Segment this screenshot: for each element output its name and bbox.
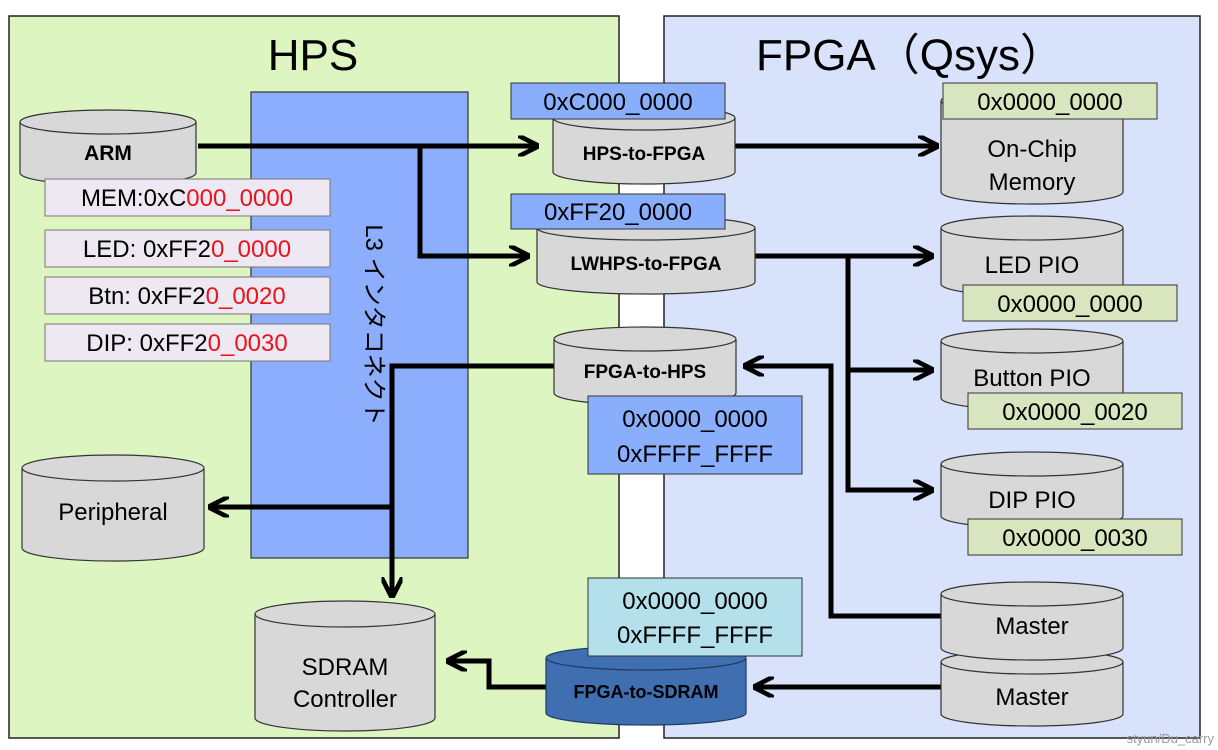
sdram-label-1: SDRAM	[302, 654, 389, 681]
watermark: styun/Du_carry	[1127, 731, 1215, 746]
svg-text:Btn: 0xFF20_0020: Btn: 0xFF20_0020	[88, 283, 285, 310]
svg-text:0x0000_0000: 0x0000_0000	[622, 588, 767, 615]
svg-text:0x0000_0000: 0x0000_0000	[622, 406, 767, 433]
map-mem: MEM:0xC000_0000	[44, 178, 331, 217]
arrow-master-to-fpga-hps	[747, 366, 942, 619]
dip-pio-cylinder: DIP PIO	[940, 451, 1124, 529]
svg-text:0xC000_0000: 0xC000_0000	[543, 89, 692, 116]
map-dip: DIP: 0xFF20_0030	[44, 323, 331, 362]
addr-onchip: 0x0000_0000	[942, 82, 1158, 120]
hps-to-fpga-label: HPS-to-FPGA	[583, 144, 706, 165]
svg-text:0x0000_0020: 0x0000_0020	[1002, 399, 1147, 426]
sdram-controller-cylinder: SDRAM Controller	[254, 600, 436, 732]
arrow-fpga-sdram-to-sdram-ctrl	[450, 661, 546, 690]
onchip-label-2: Memory	[989, 169, 1076, 196]
svg-text:0x0000_0000: 0x0000_0000	[977, 89, 1122, 116]
peripheral-cylinder: Peripheral	[21, 454, 205, 562]
svg-text:0x0000_0030: 0x0000_0030	[1002, 525, 1147, 552]
arrow-arm-to-lwhps	[417, 146, 526, 256]
addr-lwhps-to-fpga: 0xFF20_0000	[510, 193, 726, 230]
svg-text:0xFFFF_FFFF: 0xFFFF_FFFF	[617, 441, 773, 468]
addr-button-pio: 0x0000_0020	[967, 392, 1183, 430]
svg-text:0xFF20_0000: 0xFF20_0000	[544, 199, 692, 226]
addr-fpga-to-hps: 0x0000_0000 0xFFFF_FFFF	[587, 395, 803, 475]
addr-dip-pio: 0x0000_0030	[967, 518, 1183, 556]
peripheral-label: Peripheral	[58, 499, 167, 526]
arrow-fpga-hps-to-sdram	[392, 363, 554, 594]
fpga-to-hps-cylinder: FPGA-to-HPS	[553, 326, 737, 406]
arm-label: ARM	[84, 142, 132, 165]
onchip-label-1: On-Chip	[987, 136, 1076, 163]
sdram-label-2: Controller	[293, 686, 397, 713]
map-led: LED: 0xFF20_0000	[44, 229, 331, 268]
svg-text:DIP: 0xFF20_0030: DIP: 0xFF20_0030	[86, 330, 287, 357]
led-pio-cylinder: LED PIO	[940, 215, 1124, 297]
connection-lines	[198, 146, 942, 687]
master-cylinder-1: Master	[940, 581, 1124, 661]
addr-fpga-to-sdram: 0x0000_0000 0xFFFF_FFFF	[587, 577, 803, 657]
lwhps-to-fpga-label: LWHPS-to-FPGA	[571, 254, 722, 275]
master-label-2: Master	[995, 684, 1068, 711]
led-pio-label: LED PIO	[985, 252, 1080, 279]
fpga-title: FPGA（Qsys）	[756, 31, 1064, 80]
arrow-lwhps-to-dip	[845, 370, 930, 490]
svg-text:LED: 0xFF20_0000: LED: 0xFF20_0000	[83, 236, 291, 263]
master-label-1: Master	[995, 613, 1068, 640]
fpga-to-sdram-cylinder: FPGA-to-SDRAM	[545, 645, 747, 726]
hps-title: HPS	[268, 31, 358, 80]
fpga-to-sdram-label: FPGA-to-SDRAM	[574, 682, 719, 702]
dip-pio-label: DIP PIO	[988, 487, 1076, 514]
fpga-to-hps-label: FPGA-to-HPS	[584, 362, 706, 383]
map-btn: Btn: 0xFF20_0020	[44, 276, 331, 315]
svg-text:0x0000_0000: 0x0000_0000	[997, 291, 1142, 318]
svg-text:MEM:0xC000_0000: MEM:0xC000_0000	[81, 185, 293, 212]
addr-hps-to-fpga: 0xC000_0000	[510, 82, 726, 120]
arm-memory-map: MEM:0xC000_0000 LED: 0xFF20_0000 Btn: 0x…	[44, 178, 331, 362]
interconnect-label: L3 インタコネクト	[360, 224, 387, 425]
svg-text:0xFFFF_FFFF: 0xFFFF_FFFF	[617, 622, 773, 649]
addr-led-pio: 0x0000_0000	[962, 284, 1178, 322]
button-pio-label: Button PIO	[973, 365, 1090, 392]
master-cylinder-2: Master	[940, 649, 1124, 727]
arm-cylinder: ARM	[19, 109, 197, 186]
